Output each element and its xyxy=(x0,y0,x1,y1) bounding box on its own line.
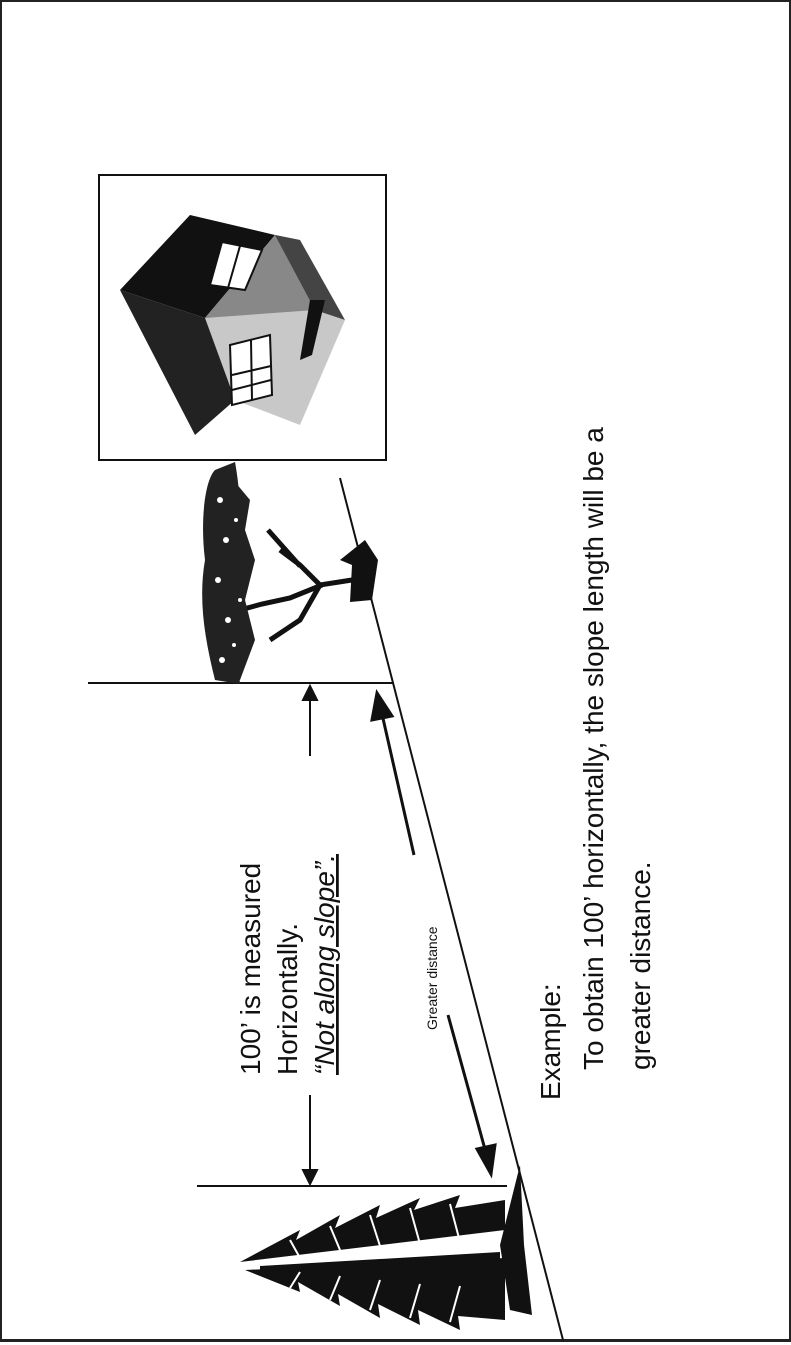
deciduous-tree-icon xyxy=(202,462,378,684)
note-line-3: “Not along slope”. xyxy=(309,854,340,1075)
example-text: Example: xyxy=(535,983,566,1100)
note-line-2: Horizontally. xyxy=(272,923,303,1075)
example-body: To obtain 100’ horizontally, the slope l… xyxy=(578,427,656,1070)
example-heading: Example: xyxy=(535,983,566,1100)
conifer-tree-icon xyxy=(235,1165,532,1330)
measurement-note: 100’ is measured Horizontally. “Not alon… xyxy=(235,854,340,1075)
note-line-1: 100’ is measured xyxy=(235,863,266,1075)
house-icon xyxy=(99,175,386,460)
example-line-2: greater distance. xyxy=(625,861,656,1070)
slope-label: Greater distance xyxy=(424,926,440,1030)
example-line-1: To obtain 100’ horizontally, the slope l… xyxy=(578,427,609,1070)
